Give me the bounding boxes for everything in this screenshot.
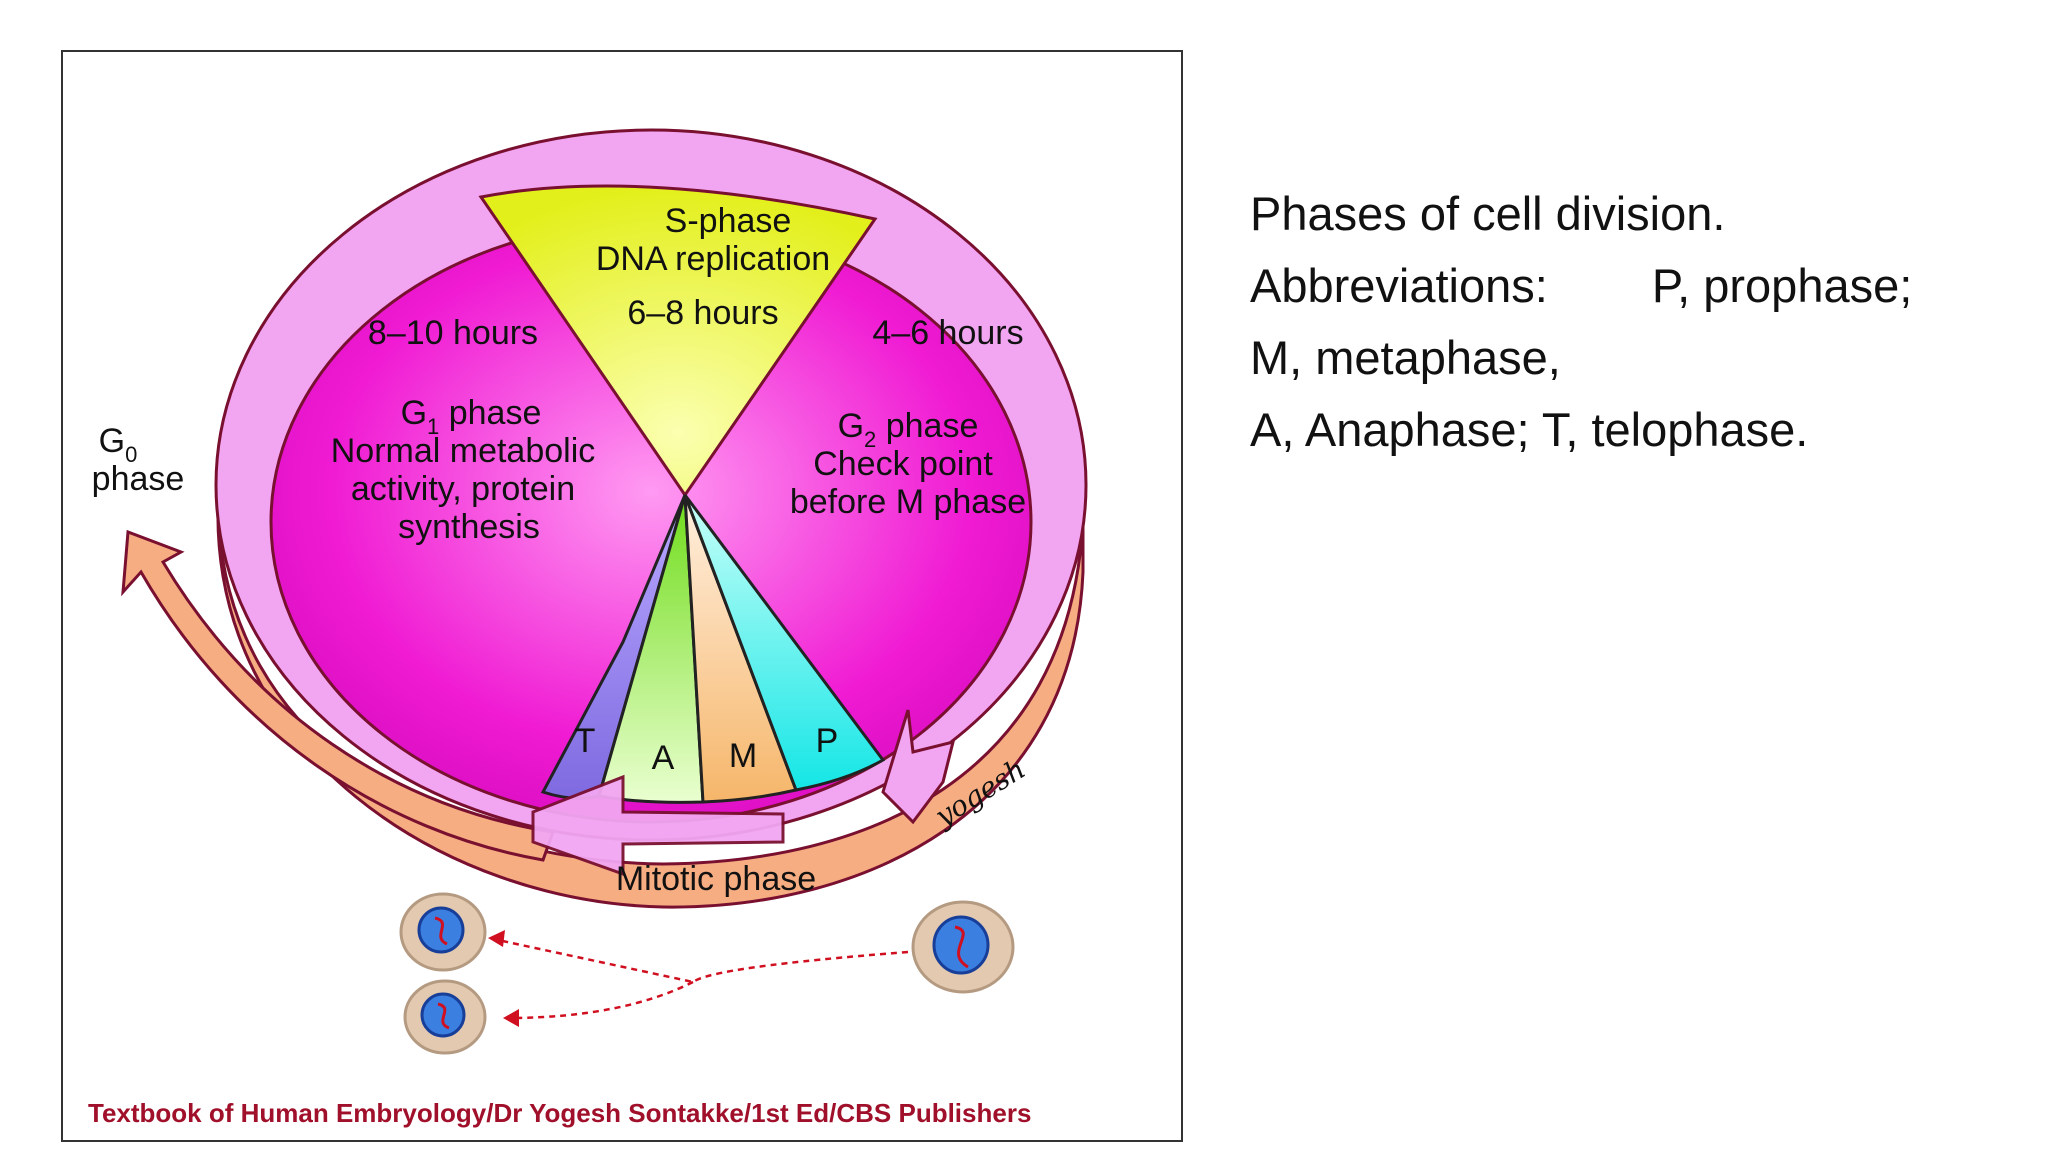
- g2-line1: Check point: [813, 445, 993, 483]
- cell-cycle-diagram: S-phase DNA replication 6–8 hours 8–10 h…: [88, 128, 1088, 1128]
- g2-duration: 4–6 hours: [872, 314, 1023, 352]
- s-phase-title: S-phase: [665, 202, 792, 240]
- s-phase-subtitle: DNA replication: [596, 240, 830, 278]
- figure-frame: S-phase DNA replication 6–8 hours 8–10 h…: [61, 50, 1183, 1142]
- mitotic-entry-arrow: [881, 709, 956, 825]
- metaphase-label: M: [729, 737, 757, 775]
- mitotic-exit-arrow: [531, 774, 785, 877]
- caption-line-1: Phases of cell division.: [1250, 187, 1726, 240]
- telophase-label: T: [575, 722, 596, 760]
- g1-title: G1 phase: [401, 394, 542, 439]
- g0-arrow: [121, 529, 556, 862]
- division-arrows: [497, 938, 909, 1020]
- daughter-cell-bottom: [403, 979, 487, 1055]
- s-phase-wedge: [478, 184, 878, 498]
- g2-line2: before M phase: [790, 483, 1026, 521]
- arrowhead-bottom: [503, 1009, 519, 1027]
- g2-title: G2 phase: [838, 407, 979, 452]
- parent-cell: [911, 900, 1015, 994]
- g1-duration: 8–10 hours: [368, 314, 538, 352]
- caption-line-3: M, metaphase,: [1250, 331, 1561, 384]
- daughter-cell-top: [399, 892, 487, 972]
- s-phase-duration: 6–8 hours: [627, 294, 778, 332]
- publisher-credit: Textbook of Human Embryology/Dr Yogesh S…: [88, 1098, 1031, 1128]
- g1-line1: Normal metabolic: [331, 432, 596, 470]
- prophase-label: P: [816, 722, 839, 760]
- prophase-wedge: [683, 494, 886, 792]
- g0-line2: phase: [92, 460, 185, 498]
- g1-line3: synthesis: [398, 508, 540, 546]
- caption-abbrev-label: Abbreviations:: [1250, 259, 1548, 312]
- arrowhead-top: [488, 930, 505, 947]
- g0-title: G0: [99, 422, 138, 467]
- anaphase-label: A: [652, 739, 675, 777]
- figure-caption: Phases of cell division. Abbreviations: P…: [1250, 178, 2030, 466]
- caption-line-4: A, Anaphase; T, telophase.: [1250, 403, 1809, 456]
- mitotic-phase-label: Mitotic phase: [616, 860, 816, 898]
- caption-line-2: Abbreviations: P, prophase;: [1250, 250, 2030, 322]
- caption-prophase: P, prophase;: [1651, 259, 1913, 312]
- g1-line2: activity, protein: [351, 470, 575, 508]
